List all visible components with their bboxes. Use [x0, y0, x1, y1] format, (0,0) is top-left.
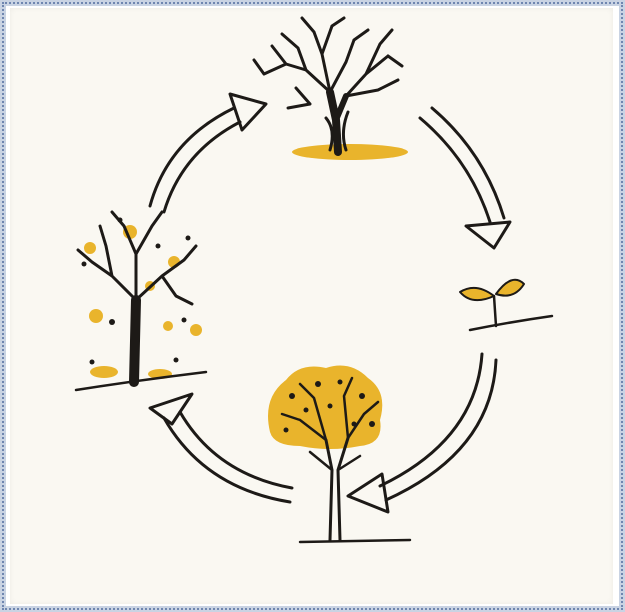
arrow-top-right	[418, 106, 512, 250]
sprout-icon	[459, 278, 554, 332]
arrow-top-left	[148, 92, 268, 214]
bare-tree-icon	[252, 16, 408, 160]
paper-background	[10, 8, 613, 604]
arrow-bottom-left	[148, 392, 294, 504]
arrow-bottom-right	[346, 352, 498, 514]
autumn-tree-icon	[74, 210, 208, 392]
leafy-tree-icon	[268, 365, 412, 544]
